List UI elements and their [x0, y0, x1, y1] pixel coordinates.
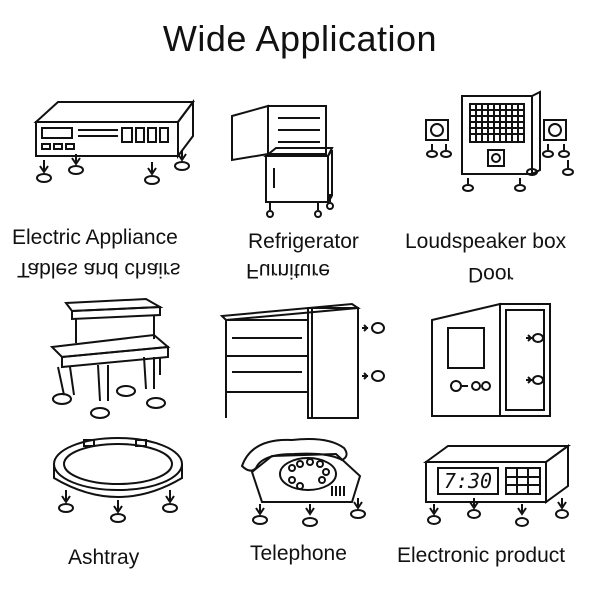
loudspeaker-box-label: Loudspeaker box	[405, 230, 567, 253]
electric-appliance-label: Electric Appliance	[12, 226, 178, 249]
electric-appliance-illustration	[28, 92, 208, 202]
telephone-illustration	[232, 432, 382, 532]
furniture-label: Furniture	[246, 259, 331, 282]
door-illustration	[428, 300, 558, 420]
ashtray-illustration	[48, 432, 188, 532]
electronic-product-label: Electronic product	[397, 544, 566, 567]
tables-and-chairs-label: Tables and chairs	[17, 258, 181, 281]
clock-display: 7:30	[444, 469, 492, 493]
page-title: Wide Application	[162, 18, 438, 59]
electronic-product-illustration: 7:30	[418, 440, 578, 535]
telephone-label: Telephone	[250, 542, 347, 565]
ashtray-label: Ashtray	[68, 546, 140, 569]
tables-and-chairs-illustration	[42, 295, 182, 425]
door-label: Door	[468, 263, 514, 286]
furniture-illustration	[222, 300, 392, 420]
refrigerator-illustration	[228, 98, 338, 223]
loudspeaker-box-illustration	[420, 90, 580, 200]
refrigerator-label: Refrigerator	[248, 230, 359, 253]
